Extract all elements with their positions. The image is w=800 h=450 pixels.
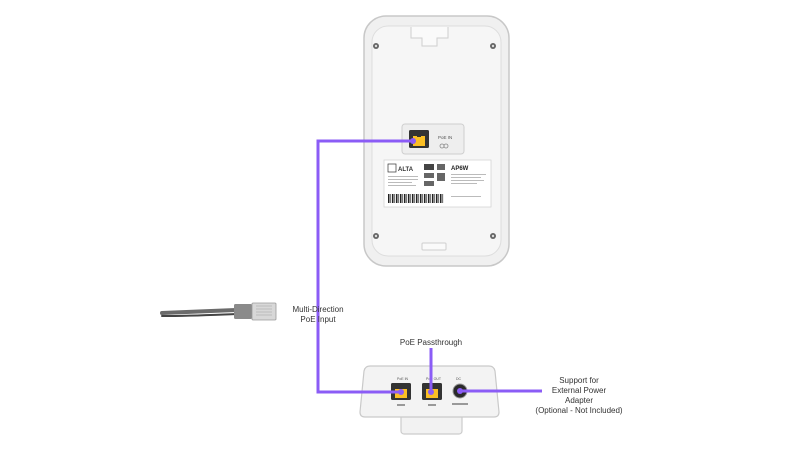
screw-icon bbox=[490, 43, 496, 49]
support-line3: Adapter bbox=[564, 396, 594, 405]
access-point-back: PoE IN ALTA AP6W bbox=[363, 15, 510, 267]
screw-icon bbox=[373, 43, 379, 49]
product-label: ALTA AP6W bbox=[383, 159, 492, 208]
back-port-dot bbox=[410, 138, 416, 144]
multi-direction-line1: Multi-Direction bbox=[292, 305, 344, 314]
mount-port1-label: PoE IN bbox=[397, 377, 409, 381]
screw-icon bbox=[373, 233, 379, 239]
support-line1: Support for bbox=[559, 376, 599, 385]
poe-input-line bbox=[316, 139, 413, 394]
dc-dot bbox=[457, 388, 463, 394]
brand-text: ALTA bbox=[398, 167, 414, 173]
mount-port2-label: PoE OUT bbox=[426, 377, 442, 381]
barcode-icon bbox=[388, 194, 444, 203]
screw-icon bbox=[490, 233, 496, 239]
mount-dc-label: DC bbox=[456, 377, 462, 381]
support-line2: External Power bbox=[551, 386, 607, 395]
poe-connection-lines bbox=[316, 139, 542, 394]
back-port-label: PoE IN bbox=[438, 135, 452, 140]
model-text: AP6W bbox=[451, 166, 469, 172]
multi-direction-callout: Multi-Direction PoE Input bbox=[281, 305, 355, 325]
passthrough-callout: PoE Passthrough bbox=[399, 338, 463, 347]
mount-port2-dot bbox=[428, 389, 434, 395]
ethernet-cable bbox=[160, 308, 238, 317]
rj45-plug-icon bbox=[234, 302, 277, 321]
multi-direction-line2: PoE Input bbox=[300, 315, 336, 324]
external-power-callout: Support for External Power Adapter (Opti… bbox=[524, 376, 634, 416]
support-line4: (Optional - Not Included) bbox=[535, 406, 623, 415]
mount-port1-dot bbox=[398, 389, 404, 395]
